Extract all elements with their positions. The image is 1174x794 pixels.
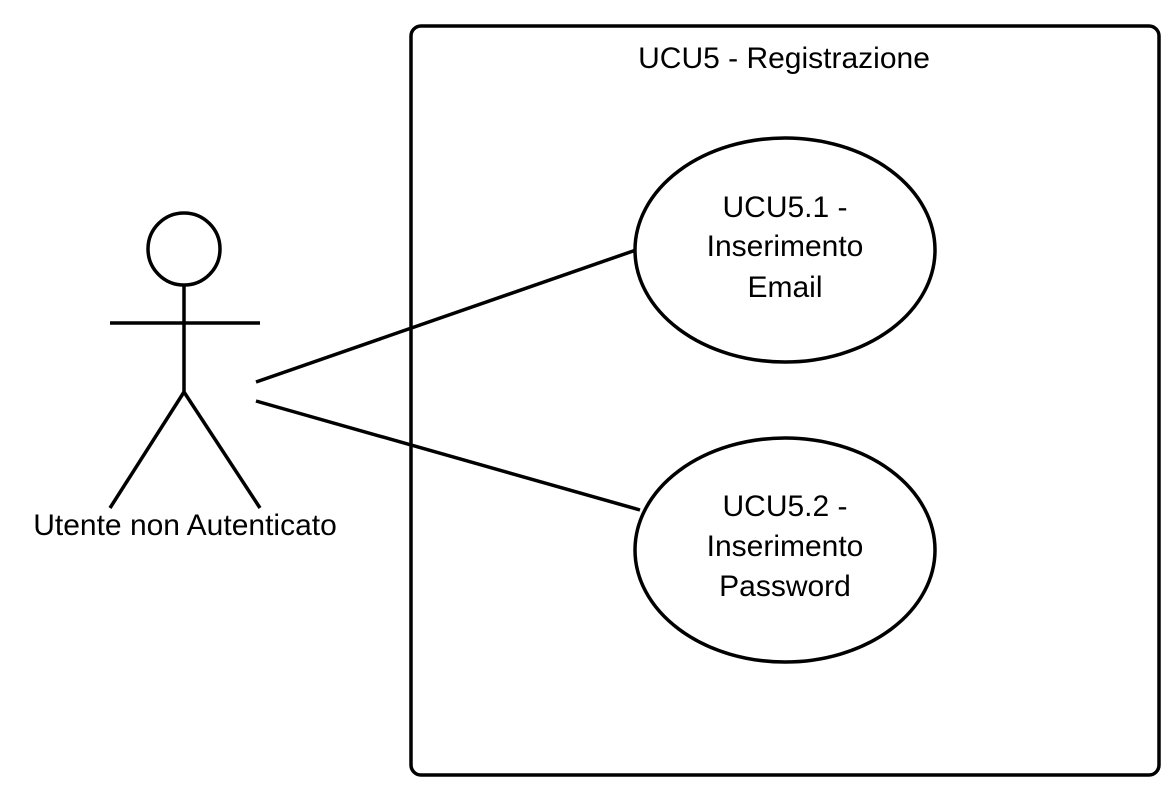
association-line-email <box>255 248 637 384</box>
use-case-id: UCU5.2 - <box>722 490 847 523</box>
use-case-id: UCU5.1 - <box>722 191 847 224</box>
actor-left-leg <box>108 391 186 509</box>
use-case-label-line: Inserimento <box>707 530 864 563</box>
use-case-password: UCU5.2 - Inserimento Password <box>633 436 937 664</box>
use-case-label-line: Password <box>719 570 851 603</box>
use-case-email: UCU5.1 - Inserimento Email <box>633 136 937 364</box>
use-case-label-line: Email <box>747 271 822 304</box>
actor-head <box>146 211 222 287</box>
actor-right-leg <box>182 391 262 509</box>
actor: Utente non Autenticato <box>33 211 337 542</box>
use-case-ellipse <box>633 436 937 664</box>
actor-name: Utente non Autenticato <box>33 509 337 542</box>
use-case-ellipse <box>633 136 937 364</box>
system-boundary-box <box>409 24 1161 777</box>
association-line-password <box>255 399 641 512</box>
use-case-label-line: Inserimento <box>707 230 864 263</box>
system-title: UCU5 - Registrazione <box>638 42 930 75</box>
system-boundary: UCU5 - Registrazione <box>409 24 1161 777</box>
